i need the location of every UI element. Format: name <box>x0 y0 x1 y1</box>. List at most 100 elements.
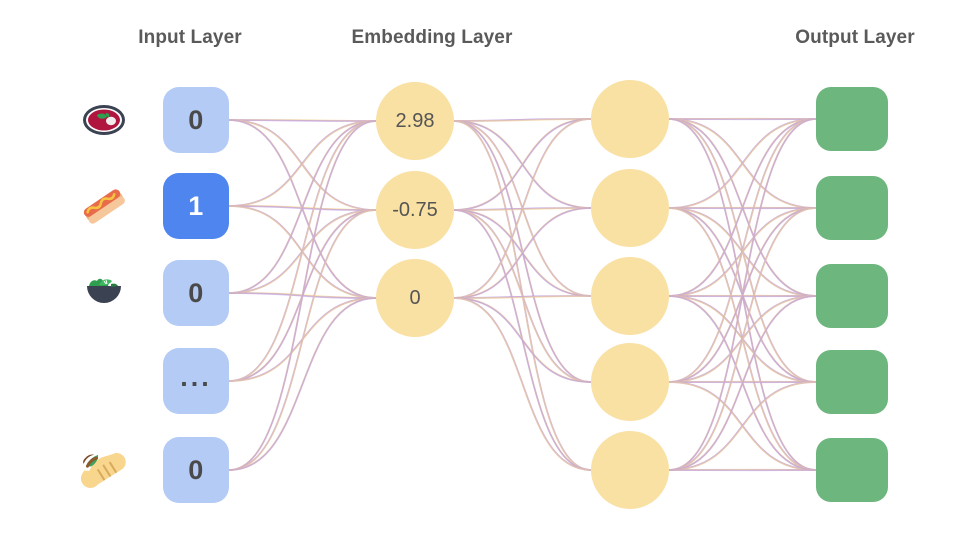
embedding-node-0[interactable]: 2.98 <box>376 82 454 160</box>
edge <box>228 297 377 471</box>
edge <box>228 120 377 471</box>
edge <box>453 120 592 471</box>
burrito-icon <box>76 442 132 498</box>
edge <box>228 209 377 471</box>
edge <box>453 120 592 297</box>
edge <box>668 381 817 471</box>
hidden-node-1[interactable] <box>591 169 669 247</box>
edge <box>668 381 817 471</box>
edge <box>668 381 817 471</box>
edge <box>668 295 817 471</box>
edge <box>228 209 377 294</box>
edge <box>453 207 592 211</box>
edge <box>668 118 817 471</box>
edge <box>228 292 377 299</box>
hot-dog-icon <box>76 178 132 234</box>
input-cell-1[interactable]: 1 <box>163 173 229 239</box>
edge <box>668 118 817 297</box>
edge <box>228 120 377 294</box>
edge <box>668 295 817 471</box>
edge <box>228 297 377 471</box>
edge <box>668 118 817 297</box>
input-cell-0[interactable]: 0 <box>163 87 229 153</box>
output-cell-1[interactable] <box>816 176 888 240</box>
edge <box>228 119 377 211</box>
edge <box>668 207 817 297</box>
edge <box>668 118 817 297</box>
hidden-node-2[interactable] <box>591 257 669 335</box>
edge <box>453 209 592 471</box>
edge <box>668 207 817 297</box>
ellipsis-icon <box>76 353 132 409</box>
input-layer-title: Input Layer <box>138 27 242 48</box>
input-cell-4[interactable]: 0 <box>163 437 229 503</box>
edge <box>668 381 817 471</box>
output-cell-0[interactable] <box>816 87 888 151</box>
edge <box>453 120 592 383</box>
edge <box>228 205 377 211</box>
edge <box>453 209 592 471</box>
edge <box>453 118 592 122</box>
edge <box>228 119 377 299</box>
edge <box>453 120 592 471</box>
edge <box>228 292 377 299</box>
output-cell-3[interactable] <box>816 350 888 414</box>
edge <box>668 118 817 209</box>
edge <box>453 209 592 383</box>
input-cell-3[interactable]: ... <box>163 348 229 414</box>
soup-bowl-icon <box>76 92 132 148</box>
edge <box>668 118 817 297</box>
edge <box>453 295 592 299</box>
edge <box>668 207 817 383</box>
edge <box>668 207 817 471</box>
edge <box>453 118 592 211</box>
input-cell-2[interactable]: 0 <box>163 260 229 326</box>
edge <box>668 207 817 297</box>
edge <box>668 118 817 209</box>
edges-hidden-to-output <box>668 117 817 472</box>
edge <box>453 120 592 209</box>
edge <box>668 295 817 383</box>
edge <box>668 295 817 383</box>
hidden-node-4[interactable] <box>591 431 669 509</box>
edge <box>228 205 377 299</box>
edge <box>668 207 817 383</box>
edge <box>228 209 377 382</box>
edge <box>668 118 817 471</box>
hidden-node-0[interactable] <box>591 80 669 158</box>
embedding-node-2[interactable]: 0 <box>376 259 454 337</box>
embedding-node-1[interactable]: -0.75 <box>376 171 454 249</box>
edge <box>668 295 817 471</box>
output-cell-4[interactable] <box>816 438 888 502</box>
edge <box>668 118 817 209</box>
output-cell-2[interactable] <box>816 264 888 328</box>
edge <box>668 207 817 471</box>
edge <box>668 118 817 383</box>
edge <box>668 295 817 471</box>
edge <box>228 120 377 382</box>
edge <box>453 297 592 471</box>
edge <box>453 297 592 383</box>
edges-embedding-to-hidden <box>453 118 592 471</box>
edges-input-to-embedding <box>228 119 377 471</box>
embedding-layer-title: Embedding Layer <box>351 27 513 48</box>
edge <box>453 207 592 211</box>
edge <box>228 119 377 299</box>
edge <box>228 120 377 294</box>
hidden-node-3[interactable] <box>591 343 669 421</box>
edge <box>668 207 817 471</box>
edge <box>228 209 377 382</box>
edge <box>228 297 377 382</box>
edge <box>453 118 592 299</box>
edge <box>453 207 592 299</box>
edge <box>453 297 592 383</box>
edge <box>228 120 377 207</box>
green-salad-icon <box>76 265 132 321</box>
edge <box>453 295 592 299</box>
edge <box>228 119 377 211</box>
edge <box>228 209 377 471</box>
edge <box>668 207 817 471</box>
edge <box>668 118 817 383</box>
edge <box>668 118 817 471</box>
